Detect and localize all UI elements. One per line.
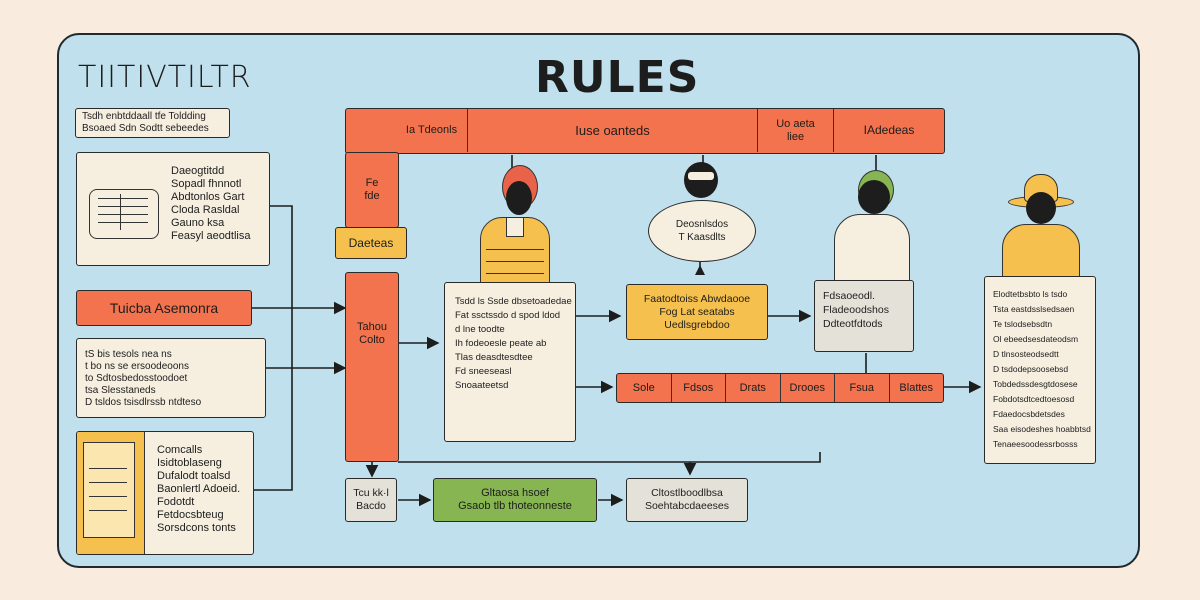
box-line: Fdsaoeodl. — [823, 290, 875, 302]
doc-line: Elodtetbsbto ls tsdo — [993, 289, 1068, 299]
process-box-yellow: Faatodtoiss Abwdaooe Fog Lat seatabs Ued… — [626, 284, 768, 340]
box-line: Uedlsgrebdoo — [664, 318, 730, 331]
card-line: Feasyl aeodtlisa — [171, 230, 251, 242]
card-one-text: Daeogtitdd Sopadl fhnnotl Abdtonlos Gart… — [171, 165, 251, 243]
info-card-one: Daeogtitdd Sopadl fhnnotl Abdtonlos Gart… — [76, 152, 270, 266]
card-three-text: Comcalls Isidtoblaseng Dufalodt toalsd B… — [157, 444, 240, 535]
box-line: Ddteotfdtods — [823, 318, 883, 330]
box-line: Faatodtoiss Abwdaooe — [643, 292, 751, 305]
table-icon — [89, 189, 159, 239]
card-line: Baonlertl Adoeid. — [157, 483, 241, 495]
top-left-note: Tsdh enbtddaall tfe Toldding Bsoaed Sdn … — [75, 108, 230, 138]
card-line: D tsldos tsisdlrssb ntdteso — [85, 397, 202, 408]
top-bar-cell: Ia Tdeonls — [396, 109, 468, 152]
step-cell: Sole — [617, 374, 672, 402]
step-row: Sole Fdsos Drats Drooes Fsua Blattes — [616, 373, 944, 403]
person-figure — [1000, 174, 1082, 278]
box-line: Cltostlboodlbsa — [651, 487, 723, 499]
doc-line: Tsdd ls Ssde dbsetoadedae — [455, 296, 572, 307]
doc-line: Snoaateetsd — [455, 380, 509, 391]
box-line: Soehtabcdaeeses — [644, 500, 730, 512]
document-stack-icon — [77, 432, 145, 554]
doc-line: Ol ebeedsesdateodsm — [993, 334, 1079, 344]
bubble-line: T Kaasdlts — [678, 232, 726, 243]
info-card-two: tS bis tesols nea ns t bo ns se ersoodeo… — [76, 338, 266, 418]
page-title: RULES — [535, 52, 700, 103]
card-line: Abdtonlos Gart — [171, 191, 245, 203]
doc-line: Tobdedssdesgtdosese — [993, 379, 1078, 389]
top-bar-cell: Uo aeta liee — [758, 109, 834, 152]
step-cell: Drooes — [781, 374, 835, 402]
card-line: Sopadl fhnnotl — [171, 178, 242, 190]
doc-line: Te tslodsebsdtn — [993, 319, 1053, 329]
card-line: Dufalodt toalsd — [157, 470, 231, 482]
top-bar-cell: IAdedeas — [863, 123, 915, 137]
doc-line: Tenaeesoodessrbosss — [993, 439, 1078, 449]
box-line: Gsaob tlb thoteonneste — [458, 500, 572, 512]
section-banner: Tuicba Asemonra — [76, 290, 252, 326]
bottom-step-green: Gltaosa hsoef Gsaob tlb thoteonneste — [433, 478, 597, 522]
step-cell: Fsua — [835, 374, 890, 402]
flow-tag: Daeteas — [335, 227, 407, 259]
flow-step-main: Tahou Colto — [345, 272, 399, 462]
doc-line: Fat ssctssdo d spod ldod — [455, 310, 561, 321]
box-line: Bacdo — [356, 500, 386, 512]
card-line: Fetdocsbteug — [157, 509, 224, 521]
card-line: Gauno ksa — [171, 217, 225, 229]
box-line: Tcu kk·l — [353, 487, 389, 499]
doc-line: D tlnsosteodsedtt — [993, 349, 1059, 359]
top-bar-cell: Iuse oanteds — [468, 109, 758, 152]
doc-line: Fobdotsdtcedtoesosd — [993, 394, 1075, 404]
doc-line: D tsdodepsoosebsd — [993, 364, 1069, 374]
doc-line: Tsta eastdsslsedsaen — [993, 304, 1075, 314]
box-line: Gltaosa hsoef — [481, 487, 549, 499]
person-figure — [832, 170, 912, 282]
info-card-three: Comcalls Isidtoblaseng Dufalodt toalsd B… — [76, 431, 254, 555]
card-line: Cloda Rasldal — [171, 204, 240, 216]
process-box-gray: Fdsaoeodl. Fladeoodshos Ddteotfdtods — [814, 280, 914, 352]
document-card-b: Elodtetbsbto ls tsdo Tsta eastdsslsedsae… — [984, 276, 1096, 464]
doc-line: Tlas deasdtesdtee — [455, 352, 533, 363]
doc-line: Ih fodeoesle peate ab — [455, 338, 547, 349]
card-line: Fodotdt — [157, 496, 195, 508]
doc-line: Fdaedocsbdetsdes — [993, 409, 1065, 419]
step-cell: Drats — [726, 374, 781, 402]
card-line: Comcalls — [157, 444, 203, 456]
step-cell: Blattes — [899, 381, 934, 394]
document-card-a: Tsdd ls Ssde dbsetoadedae Fat ssctssdo d… — [444, 282, 576, 442]
card-line: Sorsdcons tonts — [157, 522, 236, 534]
step-cell: Fdsos — [672, 374, 726, 402]
card-line: tS bis tesols nea ns — [85, 349, 172, 360]
top-bar: Ia Tdeonls Iuse oanteds Uo aeta liee IAd… — [345, 108, 945, 154]
doc-line: d lne toodte — [455, 324, 505, 335]
card-line: t bo ns se ersoodeoons — [85, 361, 189, 372]
doc-line: Saa eisodeshes hoabbtsd — [993, 424, 1091, 434]
note-line: Bsoaed Sdn Sodtt sebeedes — [82, 123, 209, 134]
person-head — [684, 162, 720, 202]
box-line: Fladeoodshos — [823, 304, 889, 316]
card-line: to Sdtosbedosstoodoet — [85, 373, 188, 384]
card-line: tsa Slesstaneds — [85, 385, 156, 396]
doc-line: Fd sneeseasl — [455, 366, 512, 377]
card-line: Isidtoblaseng — [157, 457, 222, 469]
bottom-step-small: Tcu kk·l Bacdo — [345, 478, 397, 522]
flow-step-top: Fe fde — [345, 152, 399, 228]
person-figure — [478, 165, 550, 285]
speech-bubble: Deosnlsdos T Kaasdlts — [648, 200, 756, 262]
bottom-step-gray: Cltostlboodlbsa Soehtabcdaeeses — [626, 478, 748, 522]
box-line: Fog Lat seatabs — [659, 305, 735, 318]
bubble-line: Deosnlsdos — [675, 219, 729, 230]
note-line: Tsdh enbtddaall tfe Toldding — [82, 111, 206, 122]
left-title: TIITIVTILTR — [78, 60, 252, 95]
card-line: Daeogtitdd — [171, 165, 225, 177]
